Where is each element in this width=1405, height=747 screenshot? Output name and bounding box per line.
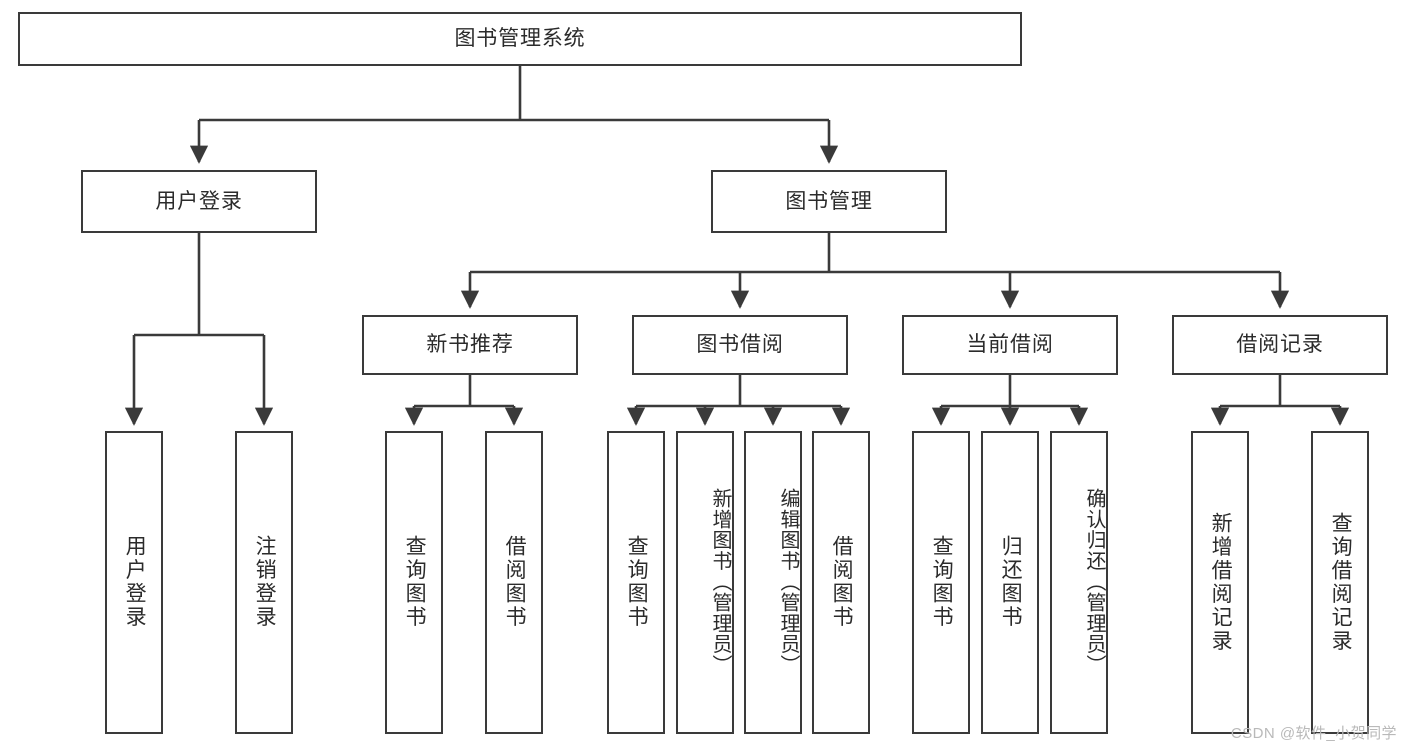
node-label: 用户登录 — [123, 535, 147, 630]
node-book-manage[interactable]: 图书管理 — [711, 170, 947, 233]
node-label: 归还图书 — [999, 535, 1023, 630]
node-leaf-edit-book-admin[interactable]: 编辑图书（管理员） — [744, 431, 802, 734]
node-label: 用户登录 — [155, 189, 243, 213]
node-label: 新书推荐 — [426, 333, 514, 357]
node-leaf-borrow-book-1[interactable]: 借阅图书 — [485, 431, 543, 734]
node-leaf-query-book-3[interactable]: 查询图书 — [912, 431, 970, 734]
node-leaf-query-borrow-record[interactable]: 查询借阅记录 — [1311, 431, 1369, 734]
node-label: 借阅图书 — [830, 535, 854, 630]
node-label: 查询图书 — [930, 535, 954, 630]
node-label: 编辑图书（管理员） — [777, 487, 799, 676]
node-leaf-query-book-2[interactable]: 查询图书 — [607, 431, 665, 734]
node-leaf-add-borrow-record[interactable]: 新增借阅记录 — [1191, 431, 1249, 734]
node-leaf-logout[interactable]: 注销登录 — [235, 431, 293, 734]
node-label: 图书借阅 — [696, 333, 784, 357]
node-label: 查询借阅记录 — [1329, 511, 1353, 654]
node-label: 借阅记录 — [1236, 333, 1324, 357]
node-label: 注销登录 — [253, 535, 277, 630]
node-user-login[interactable]: 用户登录 — [81, 170, 317, 233]
node-leaf-add-book-admin[interactable]: 新增图书（管理员） — [676, 431, 734, 734]
node-label: 查询图书 — [625, 535, 649, 630]
node-current-borrow[interactable]: 当前借阅 — [902, 315, 1118, 375]
node-book-borrow[interactable]: 图书借阅 — [632, 315, 848, 375]
node-leaf-return-book[interactable]: 归还图书 — [981, 431, 1039, 734]
node-label: 图书管理系统 — [454, 27, 586, 51]
watermark-text: CSDN @软件_小贺同学 — [1230, 725, 1397, 742]
node-label: 新增图书（管理员） — [709, 487, 731, 676]
node-borrow-record[interactable]: 借阅记录 — [1172, 315, 1388, 375]
node-label: 查询图书 — [403, 535, 427, 630]
node-label: 图书管理 — [785, 189, 873, 213]
node-leaf-user-login[interactable]: 用户登录 — [105, 431, 163, 734]
node-leaf-borrow-book-2[interactable]: 借阅图书 — [812, 431, 870, 734]
node-label: 当前借阅 — [966, 333, 1054, 357]
node-label: 新增借阅记录 — [1209, 511, 1233, 654]
node-label: 确认归还（管理员） — [1083, 487, 1105, 676]
node-new-book-recommend[interactable]: 新书推荐 — [362, 315, 578, 375]
node-leaf-confirm-return-admin[interactable]: 确认归还（管理员） — [1050, 431, 1108, 734]
node-label: 借阅图书 — [503, 535, 527, 630]
node-leaf-query-book-1[interactable]: 查询图书 — [385, 431, 443, 734]
node-root-system[interactable]: 图书管理系统 — [18, 12, 1022, 66]
